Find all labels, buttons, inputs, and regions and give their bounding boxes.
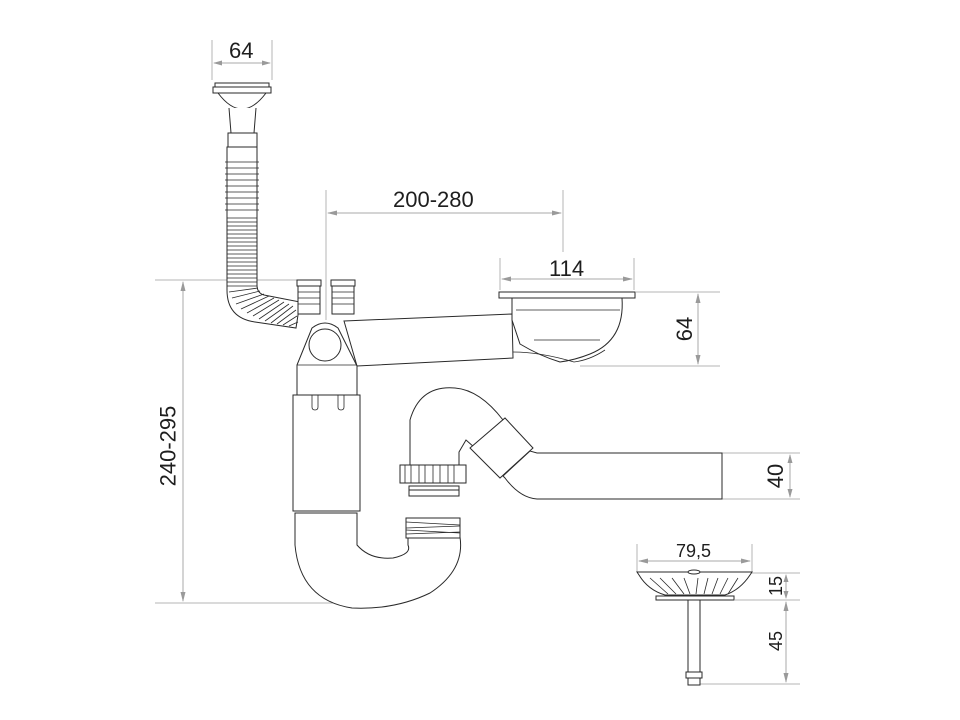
dim-strainer-width: 79,5 [676, 541, 712, 561]
dim-horizontal-reach: 200-280 [393, 187, 474, 212]
flex-hose [225, 146, 301, 329]
dim-stem-length: 45 [766, 630, 787, 652]
dimension-lines [155, 40, 800, 685]
tee-connector [296, 279, 514, 396]
trap-body [292, 394, 361, 512]
dim-outlet-diameter: 40 [763, 463, 789, 489]
dim-total-height: 240-295 [155, 405, 181, 487]
overflow-outlet [212, 82, 272, 148]
dim-bowl-waste-height: 64 [672, 316, 698, 342]
coupling-nut [399, 464, 467, 497]
u-bend [294, 512, 462, 609]
strainer-plug [636, 569, 753, 686]
dim-top-outlet-width: 64 [229, 38, 254, 63]
swivel-elbow [409, 387, 723, 500]
dim-strainer-height: 15 [766, 575, 787, 597]
bowl-waste [498, 291, 636, 363]
dim-bowl-waste-width: 114 [549, 256, 585, 281]
